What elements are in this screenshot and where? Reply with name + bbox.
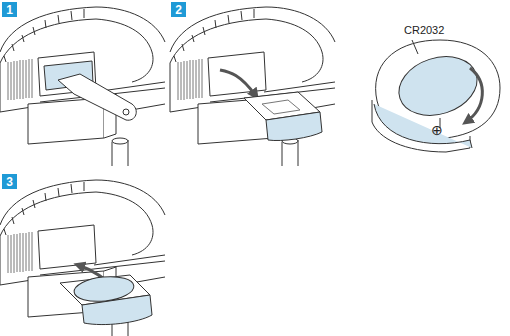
step-two-drawing [170,7,335,166]
step-number: 3 [6,175,13,189]
step-number-box: 2 [171,2,186,17]
polarity-symbol: ⊕ [431,122,443,138]
step-one-drawing [0,7,165,166]
step-number: 2 [175,3,182,17]
step-number-box: 1 [2,2,17,17]
battery-type-label: CR2032 [404,24,444,36]
battery-closeup [372,40,500,152]
step-three-drawing [0,180,165,336]
step-number-box: 3 [2,174,17,189]
step-number: 1 [6,3,13,17]
